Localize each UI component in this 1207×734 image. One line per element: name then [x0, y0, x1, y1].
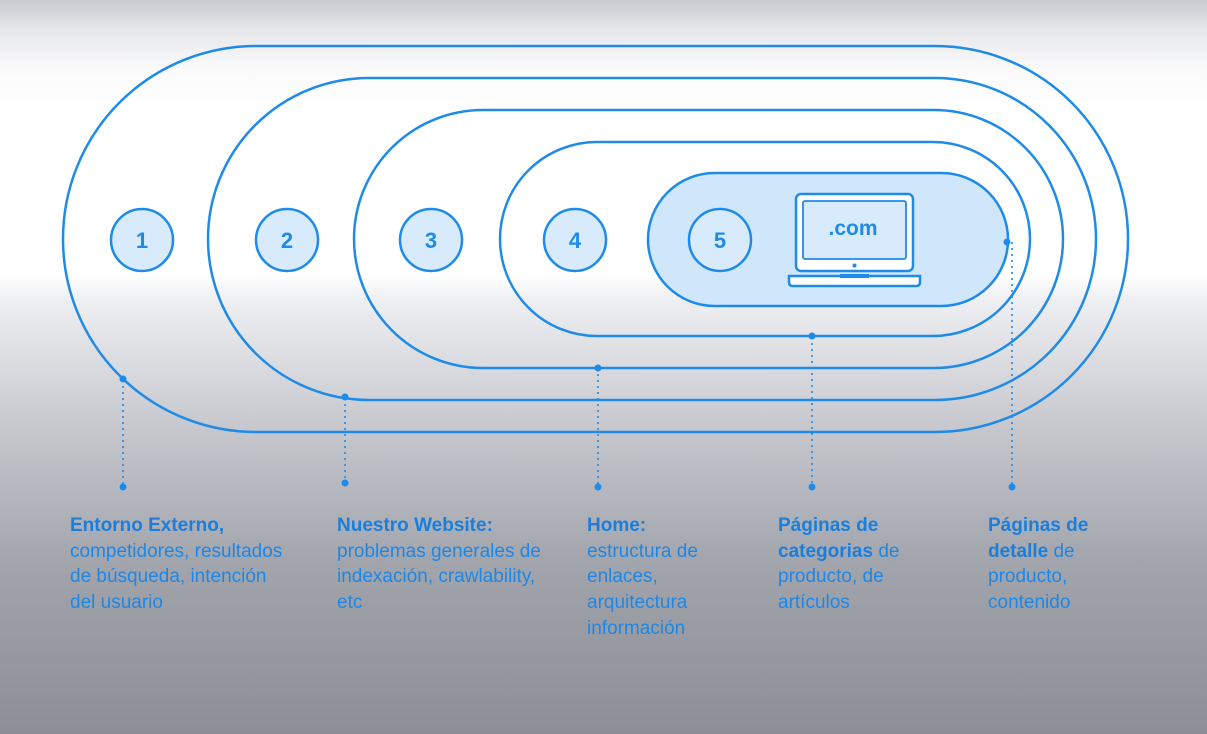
caption-entorno-externo: Entorno Externo, competidores, resultado…: [70, 513, 295, 616]
level-4-outline: [498, 140, 1032, 338]
level-number-1: 1: [136, 228, 148, 253]
caption-home: Home: estructura de enlaces, arquitectur…: [587, 513, 722, 641]
caption-1-bold: Entorno Externo,: [70, 515, 225, 536]
caption-4-bold: categorias: [778, 540, 874, 562]
level-number-3: 3: [425, 228, 437, 253]
caption-5-text: de producto, contenido: [988, 540, 1075, 613]
caption-4-text: de producto, de artículos: [778, 540, 900, 613]
caption-3-bold: Home:: [587, 515, 647, 536]
level-badge-5: 5: [687, 207, 753, 273]
level-badge-4: 4: [542, 207, 608, 273]
caption-2-text: problemas generales de indexación, crawl…: [337, 540, 541, 613]
level-badge-2: 2: [254, 207, 320, 273]
callout-leaders: [122, 242, 1013, 486]
caption-nuestro-website: Nuestro Website: problemas generales de …: [337, 513, 552, 616]
level-badge-3: 3: [398, 207, 464, 273]
level-number-2: 2: [281, 228, 293, 253]
caption-paginas-categorias: Páginas de categorias de producto, de ar…: [778, 513, 948, 616]
laptop-icon: .com: [787, 192, 922, 288]
callout-dots: [119, 238, 1016, 491]
level-number-4: 4: [569, 228, 582, 253]
level-badge-1: 1: [109, 207, 175, 273]
caption-2-bold: Nuestro Website:: [337, 515, 493, 536]
caption-4-pre: Páginas de: [778, 515, 879, 536]
caption-5-bold: detalle: [988, 540, 1049, 562]
laptop-label: .com: [828, 217, 877, 240]
caption-5-pre: Páginas de: [988, 515, 1089, 536]
level-3-outline: [352, 108, 1065, 370]
level-number-5: 5: [714, 228, 726, 253]
caption-paginas-detalle: Páginas de detalle de producto, contenid…: [988, 513, 1128, 616]
caption-1-text: competidores, resultados de búsqueda, in…: [70, 540, 283, 613]
level-2-outline: [206, 76, 1098, 402]
level-1-outline: [61, 44, 1130, 434]
caption-3-text: estructura de enlaces, arquitectura info…: [587, 540, 698, 639]
